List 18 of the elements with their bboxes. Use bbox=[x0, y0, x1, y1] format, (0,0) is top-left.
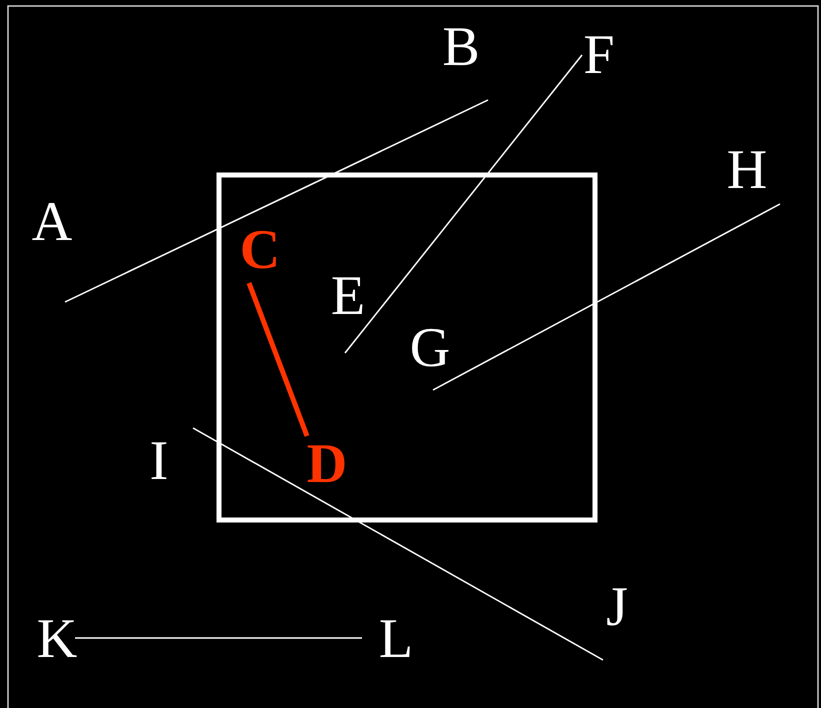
line-segment bbox=[344, 54, 583, 354]
endpoint-label: I bbox=[150, 433, 168, 489]
endpoint-label: K bbox=[36, 611, 78, 667]
line-segment bbox=[432, 203, 780, 391]
endpoint-label: F bbox=[583, 27, 615, 83]
line-segment bbox=[246, 282, 310, 437]
endpoint-label: A bbox=[32, 194, 72, 250]
endpoint-label: J bbox=[606, 579, 628, 635]
endpoint-label: G bbox=[410, 320, 450, 376]
endpoint-label: C bbox=[240, 222, 280, 278]
line-segment bbox=[75, 637, 362, 639]
endpoint-label: L bbox=[378, 611, 414, 667]
line-segment bbox=[192, 427, 604, 661]
endpoint-label: B bbox=[442, 19, 480, 75]
endpoint-label: H bbox=[726, 142, 768, 198]
endpoint-label: E bbox=[330, 268, 366, 324]
line-segment bbox=[64, 99, 488, 303]
endpoint-label: D bbox=[306, 436, 348, 492]
